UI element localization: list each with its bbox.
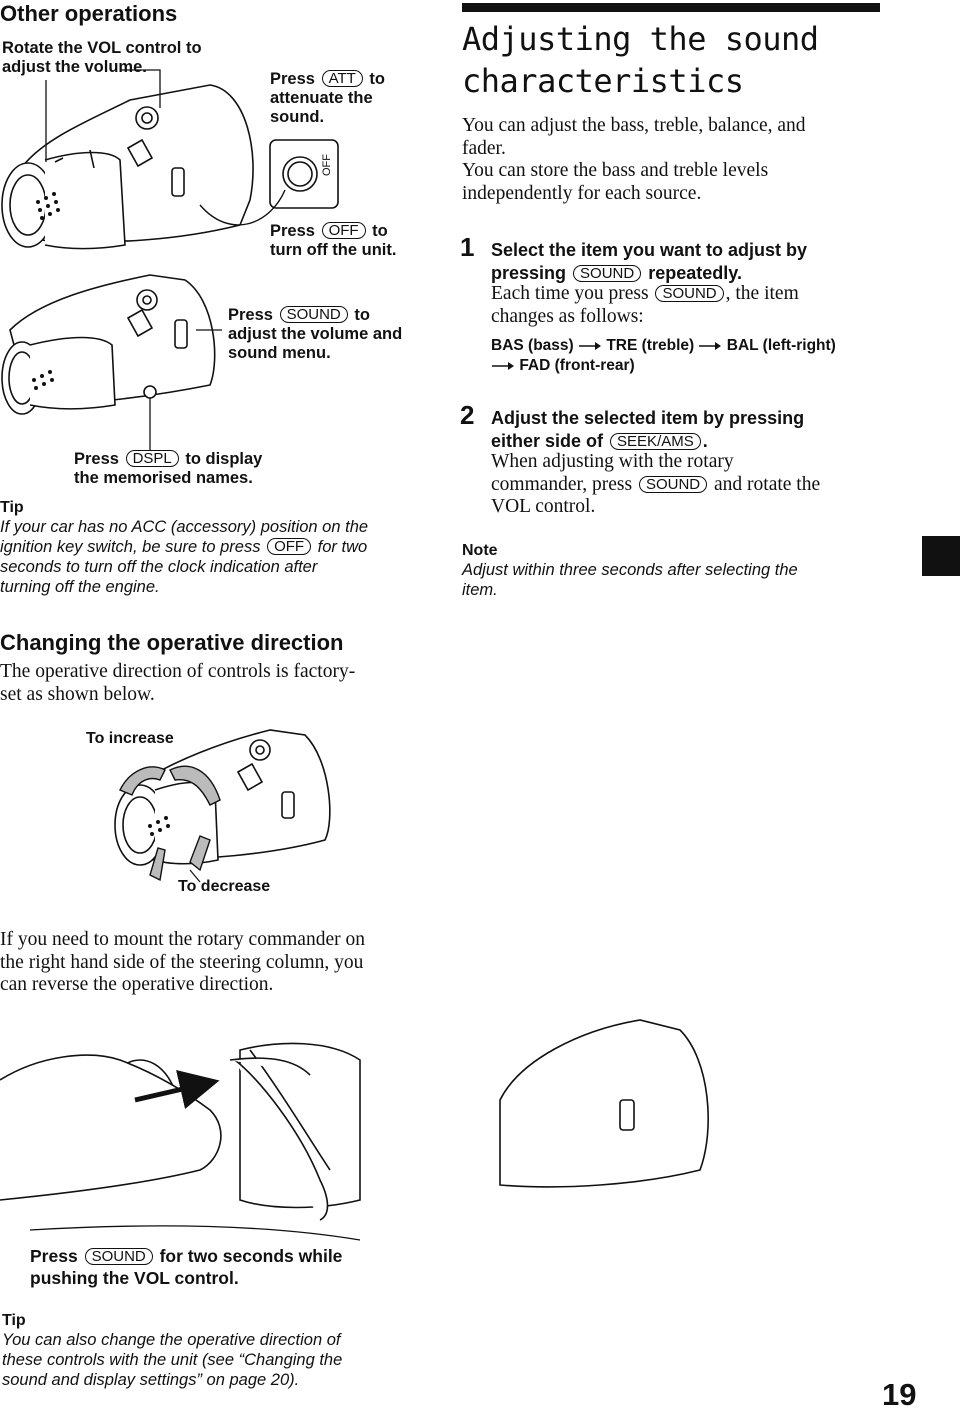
- tip-label: Tip: [2, 1312, 26, 1329]
- dspl-callout: Press DSPL to display the memorised name…: [74, 450, 263, 487]
- note: Note Adjust within three seconds after s…: [462, 542, 882, 600]
- vol-callout: Rotate the VOL control to adjust the vol…: [2, 39, 202, 76]
- sound-key: SOUND: [573, 264, 642, 282]
- rotary-commander-icon: [2, 275, 215, 414]
- step-2-number: 2: [460, 400, 475, 430]
- sound-key: SOUND: [84, 1248, 153, 1265]
- section-tab: [922, 536, 960, 576]
- off-key: OFF: [267, 538, 312, 555]
- att-callout: Press ATT to attenuate the sound.: [270, 70, 385, 126]
- arrow-right-icon: [578, 341, 601, 350]
- rotary-commander-icon: [115, 730, 330, 865]
- off-key: OFF: [321, 222, 366, 239]
- heading-other-operations: Other operations: [0, 1, 178, 26]
- step-1-title: Select the item you want to adjust by pr…: [491, 240, 808, 283]
- header-bar: [462, 3, 880, 12]
- rotate-arrow-icon: [120, 766, 220, 880]
- to-increase-label: To increase: [86, 730, 174, 747]
- step-1-number: 1: [460, 232, 475, 262]
- to-decrease-label: To decrease: [178, 878, 271, 895]
- att-key: ATT: [321, 70, 363, 87]
- sound-intro: You can adjust the bass, treble, balance…: [462, 115, 806, 204]
- step-2-body: When adjusting with the rotary commander…: [491, 451, 821, 517]
- sound-key: SOUND: [279, 306, 348, 323]
- step-2-title: Adjust the selected item by pressing eit…: [491, 408, 805, 451]
- heading-adjusting-sound: Adjusting the sound characteristics: [462, 20, 819, 100]
- note-label: Note: [462, 542, 498, 559]
- sound-callout: Press SOUND to adjust the volume and sou…: [228, 306, 403, 362]
- arrow-right-icon: [491, 361, 514, 370]
- tip-2: Tip You can also change the operative di…: [2, 1312, 442, 1390]
- tip-label: Tip: [0, 499, 24, 516]
- press-sound-callout: Press SOUND for two seconds while pushin…: [30, 1246, 343, 1288]
- step-1-body: Each time you press SOUND, the item chan…: [491, 283, 799, 327]
- reverse-direction-paragraph: If you need to mount the rotary commande…: [0, 929, 365, 995]
- dspl-key: DSPL: [125, 450, 179, 467]
- page-number: 19: [882, 1377, 917, 1412]
- seek-ams-key: SEEK/AMS: [610, 432, 701, 450]
- arrow-right-icon: [698, 341, 722, 350]
- heading-changing-direction: Changing the operative direction: [0, 630, 344, 655]
- off-button-label: OFF: [321, 154, 333, 176]
- sound-item-sequence: BAS (bass) TRE (treble) BAL (left-right)…: [491, 337, 836, 374]
- hand-pushing-icon: [0, 1020, 708, 1220]
- off-callout: Press OFF to turn off the unit.: [270, 222, 397, 259]
- tip-1: Tip If your car has no ACC (accessory) p…: [0, 499, 430, 597]
- sound-key: SOUND: [638, 475, 708, 493]
- off-button-icon: [270, 140, 338, 208]
- rotary-commander-icon: [2, 85, 253, 249]
- changing-intro: The operative direction of controls is f…: [0, 661, 356, 705]
- sound-key: SOUND: [655, 285, 724, 302]
